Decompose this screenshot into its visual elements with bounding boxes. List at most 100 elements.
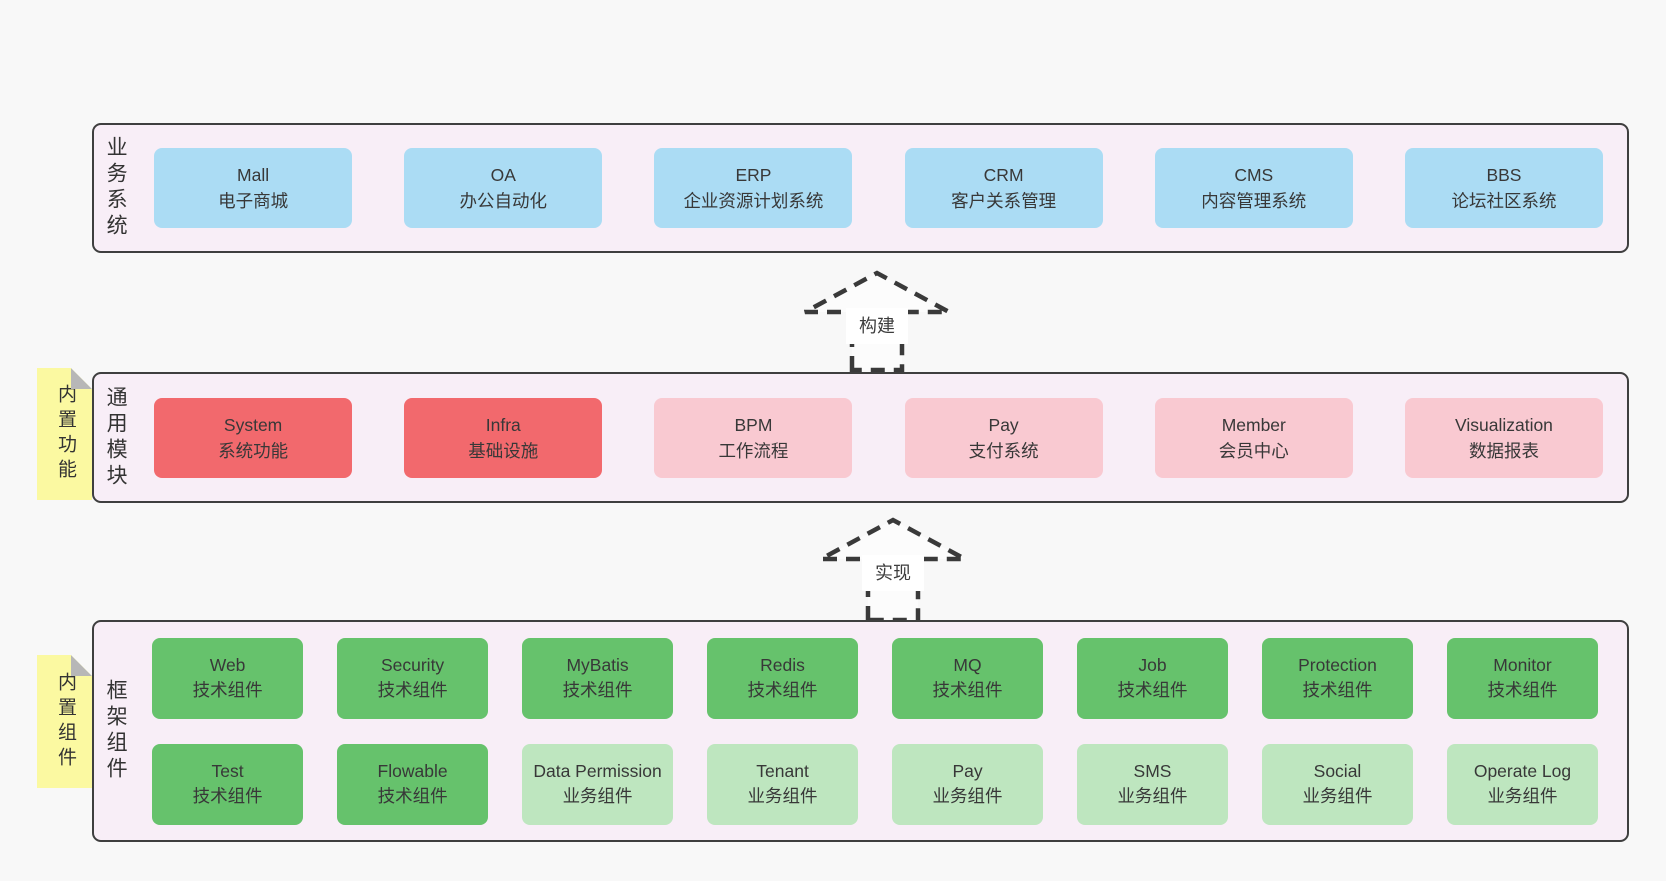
component-box-mall: Mall 电子商城 bbox=[154, 148, 353, 228]
build-arrow-label: 构建 bbox=[859, 316, 895, 336]
build-arrow: 构建 bbox=[803, 270, 951, 373]
business-systems-label: 业务系统 bbox=[104, 136, 128, 240]
box-desc: 技术组件 bbox=[192, 786, 263, 806]
box-desc: 技术组件 bbox=[192, 680, 263, 700]
box-name: BPM bbox=[734, 414, 773, 435]
component-box-security: Security 技术组件 bbox=[337, 637, 489, 719]
box-name: SMS bbox=[1133, 761, 1172, 781]
layer-business-systems: 业务系统 Mall 电子商城 OA 办公自动化 ERP 企业资源计划系统 CRM 客户关系管理… bbox=[92, 123, 1629, 253]
component-box-oa: OA 办公自动化 bbox=[404, 148, 603, 228]
implement-arrow: 实现 bbox=[819, 517, 967, 623]
box-name: Protection bbox=[1298, 655, 1377, 675]
folded-corner-icon bbox=[71, 368, 92, 389]
box-name: Test bbox=[211, 761, 244, 781]
box-desc: 企业资源计划系统 bbox=[683, 191, 824, 211]
build-arrow-label-bg bbox=[846, 308, 908, 344]
box-name: Member bbox=[1221, 414, 1286, 435]
box-name: Web bbox=[209, 655, 246, 675]
common-modules-label: 通用模块 bbox=[104, 385, 128, 490]
framework-components-label: 框架组件 bbox=[104, 679, 128, 783]
component-box-mybatis: MyBatis 技术组件 bbox=[522, 637, 674, 719]
box-desc: 技术组件 bbox=[377, 786, 448, 806]
implement-arrow-label-bg bbox=[862, 555, 924, 591]
component-box-system: System 系统功能 bbox=[154, 397, 353, 478]
box-name: Redis bbox=[760, 655, 805, 675]
box-desc: 业务组件 bbox=[1117, 786, 1188, 806]
box-desc: 业务组件 bbox=[747, 786, 818, 806]
box-name: Pay bbox=[988, 414, 1019, 435]
box-name: Social bbox=[1313, 761, 1362, 781]
sticky-note-built-in-features: 内置功能 bbox=[37, 368, 92, 500]
box-name: CRM bbox=[983, 165, 1024, 185]
component-box-sms: SMS 业务组件 bbox=[1077, 743, 1229, 825]
box-name: Mall bbox=[237, 165, 270, 185]
box-name: Pay bbox=[952, 761, 983, 781]
box-desc: 数据报表 bbox=[1468, 440, 1539, 461]
implement-arrow-label: 实现 bbox=[875, 563, 911, 583]
box-desc: 技术组件 bbox=[377, 680, 448, 700]
component-box-test: Test 技术组件 bbox=[152, 743, 304, 825]
component-box-tenant: Tenant 业务组件 bbox=[707, 743, 859, 825]
sticky-note-label: 内置组件 bbox=[54, 671, 76, 772]
component-box-infra: Infra 基础设施 bbox=[404, 397, 603, 478]
box-desc: 办公自动化 bbox=[459, 191, 548, 211]
layer-common-modules: 通用模块 System 系统功能 Infra 基础设施 BPM 工作流程 Pay 支付系统 Me… bbox=[92, 372, 1629, 503]
box-desc: 技术组件 bbox=[1302, 680, 1373, 700]
box-desc: 客户关系管理 bbox=[951, 191, 1057, 211]
box-desc: 技术组件 bbox=[562, 680, 633, 700]
box-name: Tenant bbox=[756, 761, 809, 781]
component-box-bpm: BPM 工作流程 bbox=[654, 397, 853, 478]
component-box-job: Job 技术组件 bbox=[1077, 637, 1229, 719]
box-desc: 基础设施 bbox=[468, 440, 539, 461]
folded-corner-icon bbox=[71, 655, 92, 676]
box-desc: 技术组件 bbox=[747, 680, 818, 700]
box-desc: 业务组件 bbox=[1302, 786, 1373, 806]
component-box-redis: Redis 技术组件 bbox=[707, 637, 859, 719]
box-name: Visualization bbox=[1454, 414, 1553, 435]
component-box-protection: Protection 技术组件 bbox=[1262, 637, 1413, 719]
box-name: Job bbox=[1138, 655, 1167, 675]
component-box-pay: Pay 支付系统 bbox=[904, 397, 1103, 478]
box-name: Operate Log bbox=[1473, 761, 1572, 781]
sticky-note-built-in-components: 内置组件 bbox=[37, 655, 92, 788]
component-box-mq: MQ 技术组件 bbox=[892, 637, 1044, 719]
box-name: MQ bbox=[953, 655, 982, 675]
component-box-social: Social 业务组件 bbox=[1262, 743, 1413, 825]
box-name: System bbox=[223, 414, 283, 435]
business-systems-boxes: Mall 电子商城 OA 办公自动化 ERP 企业资源计划系统 CRM 客户关系管理 CMS 内容… bbox=[154, 148, 1603, 228]
component-box-visualization: Visualization 数据报表 bbox=[1404, 397, 1603, 478]
box-name: Security bbox=[380, 655, 445, 675]
component-box-cms: CMS 内容管理系统 bbox=[1154, 148, 1353, 228]
box-name: CMS bbox=[1234, 165, 1274, 185]
box-desc: 内容管理系统 bbox=[1201, 191, 1307, 211]
box-name: ERP bbox=[735, 165, 772, 185]
box-desc: 支付系统 bbox=[968, 440, 1039, 461]
component-box-erp: ERP 企业资源计划系统 bbox=[654, 148, 853, 228]
box-name: Monitor bbox=[1493, 655, 1552, 675]
component-box-flowable: Flowable 技术组件 bbox=[337, 743, 489, 825]
component-box-crm: CRM 客户关系管理 bbox=[904, 148, 1103, 228]
box-name: BBS bbox=[1486, 165, 1522, 185]
box-name: MyBatis bbox=[566, 655, 629, 675]
box-name: Flowable bbox=[377, 761, 448, 781]
sticky-note-label: 内置功能 bbox=[54, 384, 76, 484]
component-box-web: Web 技术组件 bbox=[152, 637, 304, 719]
box-name: Infra bbox=[485, 414, 521, 435]
box-desc: 电子商城 bbox=[218, 191, 289, 211]
box-desc: 工作流程 bbox=[718, 440, 789, 461]
box-desc: 系统功能 bbox=[218, 440, 289, 461]
box-name: OA bbox=[490, 165, 516, 185]
box-desc: 技术组件 bbox=[1117, 680, 1188, 700]
box-desc: 技术组件 bbox=[932, 680, 1003, 700]
